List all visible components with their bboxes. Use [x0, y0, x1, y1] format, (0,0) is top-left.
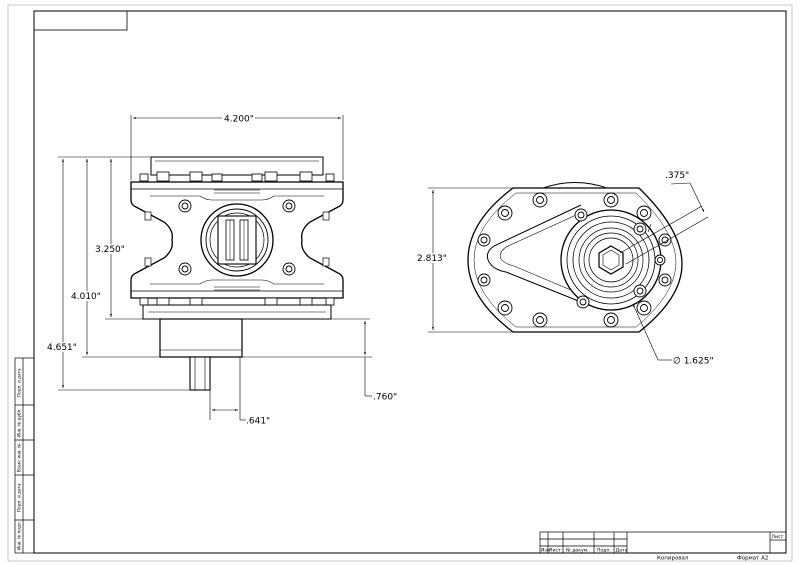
dim-hex-size: .375" — [665, 171, 689, 181]
dim-height-a: 3.250" — [95, 245, 125, 255]
dim-height-c: 4.651" — [47, 343, 77, 353]
side-strip — [14, 357, 35, 554]
dim-base-height: .760" — [373, 393, 397, 403]
dim-flange-height: 2.813" — [417, 254, 447, 264]
drawing-frame — [33, 10, 787, 554]
title-col-change: Изм — [541, 548, 551, 554]
dim-width-top: 4.200" — [224, 115, 254, 125]
side-strip-label-4: Подп. и дата — [17, 483, 22, 512]
end-view — [467, 182, 683, 333]
top-left-stamp-box — [33, 10, 128, 31]
side-strip-label-5: Инв. № подл. — [17, 521, 22, 550]
title-col-sheet: Лист — [549, 548, 561, 554]
dim-bg-h-a — [93, 244, 127, 254]
title-sheet-label: Лист — [772, 534, 784, 540]
dim-bore-diameter: ∅ 1.625" — [673, 357, 714, 367]
dim-bg-flange — [415, 253, 449, 263]
title-block — [539, 531, 787, 554]
dim-bg-h-b — [69, 291, 103, 301]
title-format: Формат A2 — [737, 556, 768, 562]
side-strip-label-2: Инв. № дубл. — [17, 408, 22, 437]
title-col-signature: Подп. — [597, 548, 611, 554]
title-col-docnum: № докум. — [566, 548, 589, 554]
title-col-date: Дата — [616, 548, 628, 554]
title-copied: Копировал — [657, 556, 689, 562]
dim-shaft-offset: .641" — [246, 417, 270, 427]
front-view — [130, 156, 344, 391]
dim-bg-width — [222, 113, 255, 123]
outer-trim-border — [7, 4, 793, 562]
side-strip-label-3: Взам. инв. № — [17, 443, 22, 472]
dim-height-b: 4.010" — [71, 292, 101, 302]
dim-bg-h-c — [45, 342, 79, 352]
side-strip-label-1: Подп. и дата — [17, 368, 22, 397]
